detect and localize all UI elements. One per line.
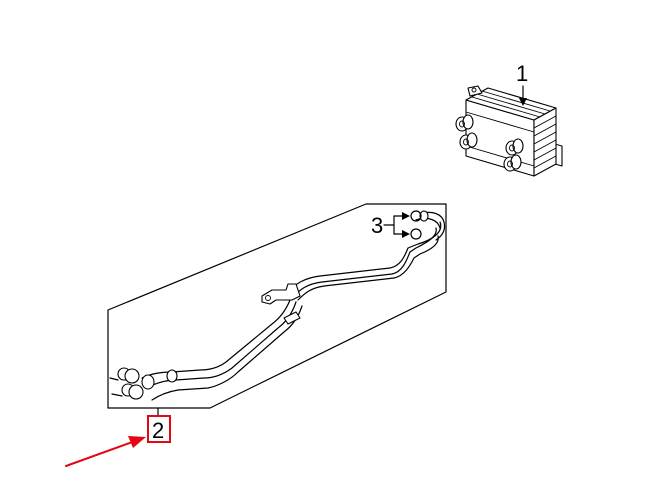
callout-1-label: 1	[516, 61, 528, 86]
cooler-fitting-bottom-left	[459, 132, 478, 150]
callout-2-highlight-box	[147, 415, 171, 443]
callout-1-arrowhead	[519, 98, 527, 106]
o-ring-icon	[410, 210, 422, 240]
oil-cooler	[455, 85, 563, 177]
cooler-fitting-front-lower	[503, 154, 522, 172]
cooler-fitting-front-upper	[505, 138, 524, 156]
cooler-fitting-top-left	[455, 114, 474, 132]
right-fittings	[415, 210, 446, 241]
highlight-arrow	[65, 436, 146, 467]
left-fittings	[109, 367, 179, 401]
callout-3-leaders	[383, 212, 410, 238]
callout-3-label: 3	[371, 213, 383, 238]
callout-2-label: 2	[152, 418, 164, 443]
cooler-line-box	[107, 203, 447, 409]
cooler-lines	[109, 210, 446, 401]
